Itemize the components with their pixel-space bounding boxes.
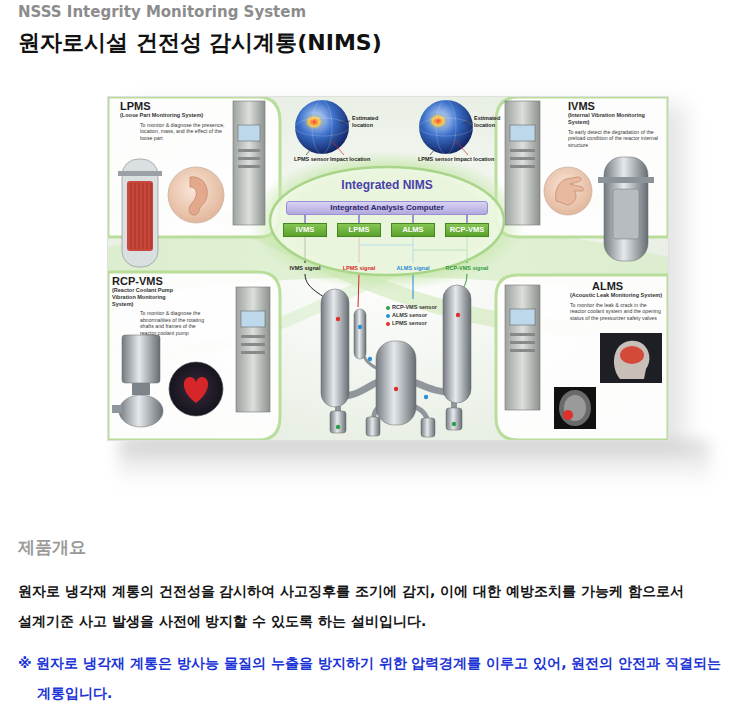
connector-line [412,215,413,223]
callout-label: Estimated location [352,115,384,128]
system-name: ALMS [592,280,664,292]
legend-row: ALMS sensor [386,311,437,319]
box-label: ALMS [394,224,432,236]
box-label: LPMS [340,224,378,236]
analysis-computer-bar: Integrated Analysis Computer [286,201,488,215]
box-label: IVMS [286,224,324,236]
connector-line [358,215,359,223]
bar-label: Integrated Analysis Computer [287,202,487,214]
system-fullname: (Reactor Coolant Pump Vibration Monitori… [112,287,186,307]
system-fullname: (Acoustic Leak Monitoring System) [570,292,664,299]
impact-globes [295,100,473,154]
note-text: ※ 원자로 냉각재 계통은 방사능 물질의 누출을 방지하기 위한 압력경계를 … [18,648,723,708]
subsystem-box: IVMS [283,223,327,237]
panel-backgrounds [108,97,668,440]
system-description: To monitor & diagnose the presence, loca… [140,122,226,142]
callout-label: Impact location [330,156,370,163]
connector-line [466,215,467,223]
diagram-image: LPMS(Loose Part Monitoring System)To mon… [108,97,668,440]
system-fullname: (Loose Part Monitoring System) [120,112,228,119]
legend-text: RCP-VMS sensor [392,304,437,310]
legend-row: LPMS sensor [386,319,437,327]
rcp-illustration [112,335,223,427]
leader-lines [306,121,472,155]
system-description: To monitor & diagnose the abnormalities … [140,310,204,336]
signal-label: IVMS signal [290,265,321,272]
monitoring-panel: LPMS(Loose Part Monitoring System) To mon… [120,100,228,141]
page-title: 원자로시설 건전성 감시계통(NIMS) [18,28,728,58]
subsystem-box: RCP-VMS [445,223,489,237]
legend-text: ALMS sensor [392,312,427,318]
monitoring-panel: IVMS(Internal Vibration Monitoring Syste… [568,100,666,148]
system-description: To early detect the degradation of the p… [568,129,666,149]
ivms-illustration [544,157,654,261]
callout-label: LPMS sensor [418,156,453,163]
hub-title: Integrated NIMS [268,178,506,192]
system-name: LPMS [120,100,228,112]
system-name: IVMS [568,100,666,112]
signal-label: ALMS signal [396,265,429,272]
legend-text: LPMS sensor [392,320,427,326]
hub-halo [249,151,525,291]
signal-label: LPMS signal [343,265,376,272]
subsystem-box: ALMS [391,223,435,237]
monitoring-panel: ALMS(Acoustic Leak Monitoring System) To … [570,280,664,321]
signal-label: RCP-VMS signal [446,265,489,272]
legend-row: RCP-VMS sensor [386,303,437,311]
alms-illustration [554,333,662,429]
system-name: RCP-VMS [112,275,236,287]
connector-line [304,215,305,223]
lpms-illustration [118,159,224,267]
section-heading: 제품개요 [18,536,86,558]
callout-label: Impact location [454,156,494,163]
box-label: RCP-VMS [448,224,486,236]
legend-swatch [386,306,390,310]
page-subtitle: NSSS Integrity Monitoring System [18,2,306,22]
system-description: To monitor the leak & crack in the react… [570,302,664,322]
legend-swatch [386,322,390,326]
monitoring-panel: RCP-VMS(Reactor Coolant Pump Vibration M… [112,275,236,336]
callout-label: LPMS sensor [294,156,329,163]
sensor-legend: RCP-VMS sensorALMS sensorLPMS sensor [386,303,437,327]
subsystem-box: LPMS [337,223,381,237]
legend-swatch [386,314,390,318]
image-reflection [118,440,710,486]
integration-ellipse: Integrated NIMS Integrated Analysis Compu… [268,165,506,277]
system-fullname: (Internal Vibration Monitoring System) [568,112,666,126]
callout-label: Estimated location [474,115,504,128]
reactor-coolant-system [321,285,471,437]
overview-text: 원자로 냉각재 계통의 건전성을 감시하여 사고징후를 조기에 감지, 이에 대… [18,576,723,636]
background [108,97,668,440]
